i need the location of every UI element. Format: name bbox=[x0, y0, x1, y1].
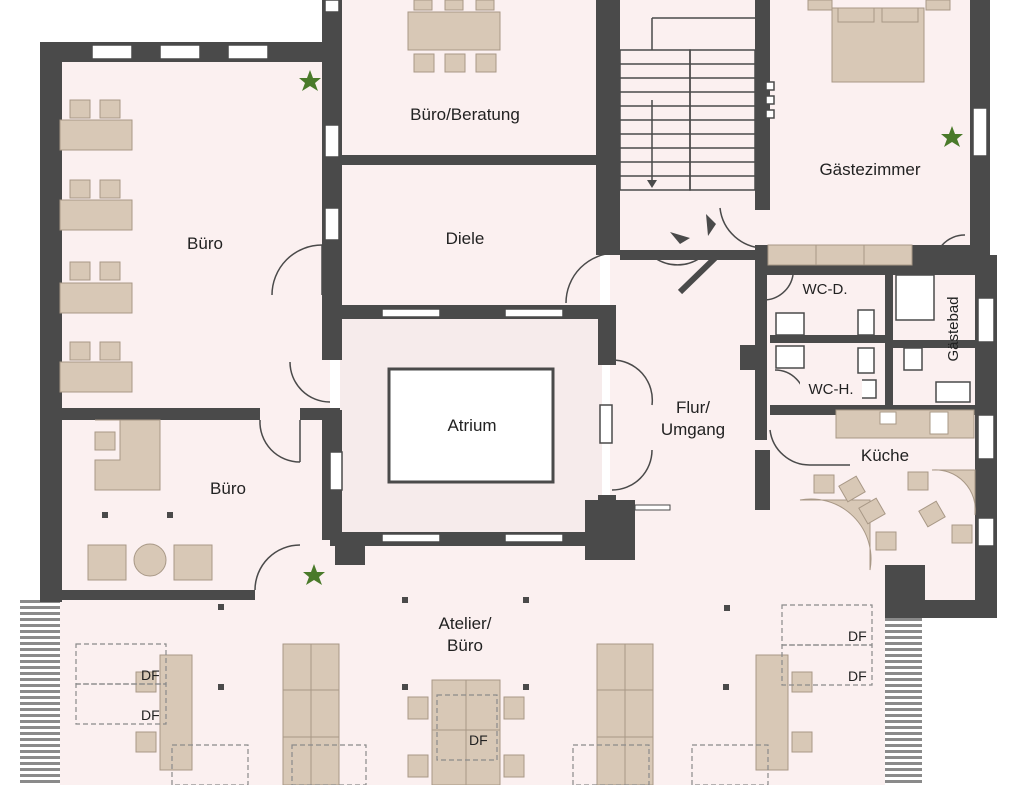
room-label-atelier: Atelier/ Büro bbox=[420, 613, 510, 657]
skylight-label: DF bbox=[141, 667, 160, 683]
room-label-kueche: Küche bbox=[860, 446, 910, 465]
room-label-gaestebad: Gästebad bbox=[945, 296, 962, 362]
door-stub bbox=[634, 504, 671, 511]
stair-arrow-icon bbox=[647, 180, 657, 188]
room-label-gaestezimmer: Gästezimmer bbox=[819, 160, 921, 179]
door-leaf bbox=[677, 255, 718, 295]
windows bbox=[91, 0, 995, 547]
skylights bbox=[75, 604, 873, 785]
room-label-wc-d: WC-D. bbox=[794, 279, 856, 301]
room-label-buero-beratung: Büro/Beratung bbox=[410, 105, 520, 124]
room-label-flur-line1: Flur/ bbox=[676, 398, 710, 417]
room-label-atelier-line2: Büro bbox=[447, 636, 483, 655]
skylight-label: DF bbox=[141, 707, 160, 723]
room-label-buero-2: Büro bbox=[210, 479, 246, 498]
room-label-flur-line2: Umgang bbox=[660, 420, 726, 439]
chevron-arrow-icon bbox=[670, 232, 690, 244]
roof-eave-right bbox=[880, 615, 922, 785]
furniture bbox=[59, 0, 976, 785]
skylight-label: DF bbox=[848, 668, 867, 684]
roof-eave-left bbox=[20, 600, 62, 785]
sanitary-fixtures bbox=[775, 274, 971, 403]
room-label-wc-h: WC-H. bbox=[800, 379, 862, 401]
skylight-label: DF bbox=[469, 732, 488, 748]
room-label-flur: Flur/ Umgang bbox=[648, 397, 738, 441]
room-label-diele: Diele bbox=[445, 229, 485, 248]
room-label-atrium: Atrium bbox=[447, 416, 497, 435]
chevron-arrow-icon bbox=[706, 214, 716, 236]
plant-icon bbox=[299, 70, 963, 585]
skylight-label: DF bbox=[848, 628, 867, 644]
doors bbox=[254, 207, 966, 591]
staircase bbox=[619, 17, 756, 191]
room-label-atelier-line1: Atelier/ bbox=[438, 614, 492, 633]
column-markers bbox=[102, 512, 730, 690]
atrium-box bbox=[387, 367, 555, 484]
room-label-buero: Büro bbox=[187, 234, 223, 253]
